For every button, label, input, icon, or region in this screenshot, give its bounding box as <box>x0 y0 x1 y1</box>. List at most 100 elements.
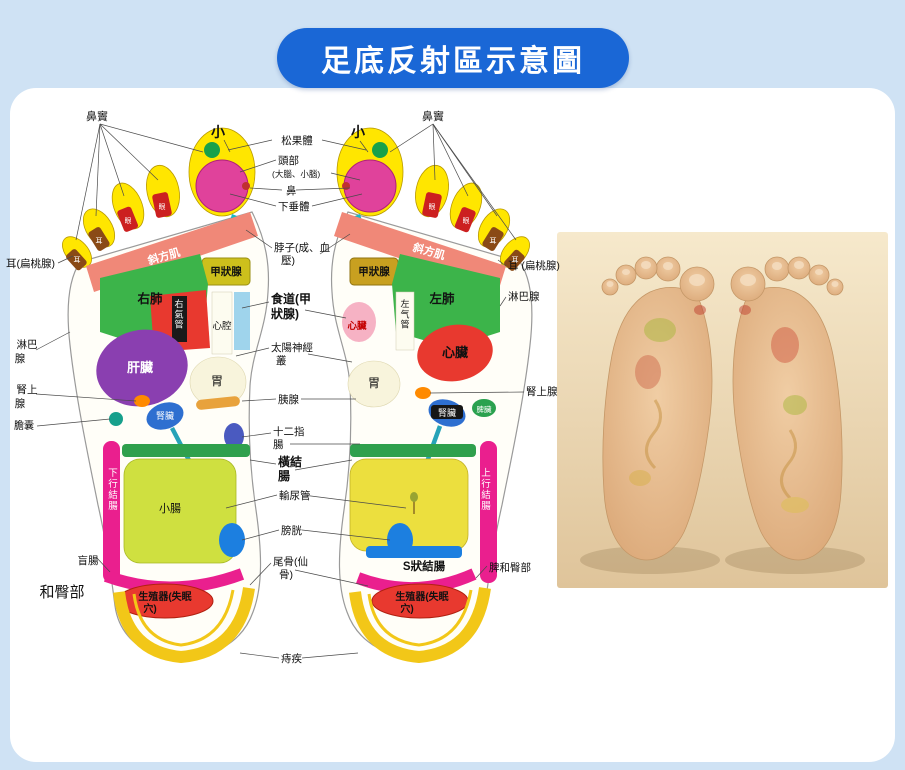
zone-label: 眼 <box>429 203 436 211</box>
zone-label: 耳 (扁桃腺) <box>508 259 560 272</box>
zone-label: 尾骨(仙 <box>273 555 308 568</box>
zone-heel-band <box>349 587 491 664</box>
zone-label: 耳 <box>490 237 497 245</box>
leader-lines <box>35 123 525 659</box>
zone-descending-colon <box>103 441 120 583</box>
page-title: 足底反射區示意圖 <box>321 45 585 78</box>
feet-photo <box>557 232 888 588</box>
zone-label: 骨) <box>279 569 293 581</box>
right-toe-patches <box>422 192 525 271</box>
zone-duodenum <box>224 423 244 449</box>
zone-label: 腸 <box>273 439 284 451</box>
zone-label: 肝臟 <box>127 360 153 375</box>
zone-label: 鼻竇 <box>422 109 444 123</box>
zone-trachea-strip <box>395 291 415 351</box>
zone-label: 叢 <box>276 355 287 367</box>
zone-label: 和臀部 <box>39 584 84 601</box>
zone-nose <box>342 182 350 190</box>
zone-label: 生殖器(失眠 <box>138 590 191 603</box>
zone-label: 耳(扁桃腺) <box>6 257 55 270</box>
zone-nose <box>242 182 250 190</box>
zone-label: 輸尿管 <box>279 489 311 502</box>
zone-label: S狀結腸 <box>403 559 446 573</box>
zone-pancreas <box>196 396 240 410</box>
sprout-mark <box>410 492 418 514</box>
zone-small-intestine <box>123 458 237 564</box>
zone-label: 腎臟 <box>438 407 456 418</box>
zone-label: 小腸 <box>159 502 181 515</box>
zone-pineal <box>372 142 388 158</box>
zone-label: 左肺 <box>428 291 455 306</box>
photo-right-foot-organs <box>739 305 809 513</box>
zone-label: 脖子(成、血 <box>274 241 330 254</box>
zone-label: 太陽神經 <box>271 341 313 354</box>
kidney-label-box <box>431 405 463 419</box>
zone-label: 右氣管 <box>174 298 183 330</box>
zone-label: 耳 <box>96 237 103 245</box>
zone-heart-chamber <box>211 291 233 355</box>
zone-kidney <box>146 402 184 430</box>
zone-head <box>195 159 249 213</box>
photo-right-foot-nails <box>740 261 839 287</box>
zone-label: 盲腸 <box>78 554 99 567</box>
zone-label: 小 <box>211 124 225 140</box>
zone-label: 眼 <box>125 217 132 225</box>
title-banner: 足底反射區示意圖 <box>277 28 629 88</box>
zone-heart <box>417 324 493 382</box>
zone-heel-band-inner <box>367 589 473 647</box>
zone-label: 狀腺) <box>271 306 299 321</box>
photo-left-foot-organs <box>629 305 706 486</box>
zone-label: 淋巴腺 <box>508 290 540 303</box>
zone-gallbladder <box>109 412 123 426</box>
zone-heel-band-inner <box>132 589 235 647</box>
zone-label: 胃 <box>368 376 380 390</box>
zone-label: 眼 <box>159 203 166 211</box>
zone-label: 壓) <box>281 255 295 267</box>
zone-heel-band <box>113 587 255 664</box>
zone-label: 腎臟 <box>156 410 174 421</box>
zone-transverse-colon <box>122 444 250 457</box>
left-foot-diagram <box>62 127 270 664</box>
zone-bladder <box>387 523 413 557</box>
zone-label: 胃 <box>211 374 223 388</box>
zone-label: 腸 <box>278 469 290 483</box>
zone-label: 脾臟 <box>477 404 492 414</box>
trachea-label-box <box>172 296 187 342</box>
zone-label: 松果體 <box>281 134 313 147</box>
zone-label: 膽囊 <box>14 419 34 432</box>
zone-label: 眼 <box>463 217 470 225</box>
zone-label: 耳 <box>74 256 81 264</box>
zone-adrenal <box>415 387 431 399</box>
zone-label: 鼻竇 <box>86 109 108 123</box>
left-toe-patches <box>66 192 172 271</box>
zone-label: 橫結 <box>278 454 302 469</box>
zone-label: 小 <box>351 124 365 140</box>
zone-label: 鼻 <box>286 184 297 197</box>
zone-label: 心臟 <box>347 320 367 332</box>
zone-label: 十二指 <box>273 425 305 438</box>
zone-label: 脾和臀部 <box>489 561 531 574</box>
zone-bladder <box>219 523 245 557</box>
zone-label: 穴) <box>143 602 156 615</box>
zone-label: 生殖器(失眠 <box>395 590 448 603</box>
zone-label: 腺 <box>15 397 26 410</box>
zone-label: 頭部 <box>278 154 299 167</box>
zone-esophagus <box>234 292 250 350</box>
zone-label: 甲狀腺 <box>358 265 390 278</box>
zone-stomach <box>347 360 401 408</box>
zone-transverse-colon <box>350 444 476 457</box>
zone-label: 心臟 <box>442 345 468 360</box>
zone-pineal <box>204 142 220 158</box>
zone-heart-small <box>342 302 376 342</box>
zone-label: (大腦、小腦) <box>272 169 320 179</box>
zone-head <box>343 159 397 213</box>
zone-label: 心腔 <box>212 320 232 332</box>
photo-left-foot-nails <box>606 261 705 287</box>
photo-left-foot <box>601 256 715 561</box>
right-foot-diagram <box>330 127 533 664</box>
zone-sigmoid-band <box>366 546 462 558</box>
zone-label: 淋巴 <box>17 338 38 351</box>
zone-adrenal <box>134 395 150 407</box>
zone-label: 甲狀腺 <box>210 265 242 278</box>
